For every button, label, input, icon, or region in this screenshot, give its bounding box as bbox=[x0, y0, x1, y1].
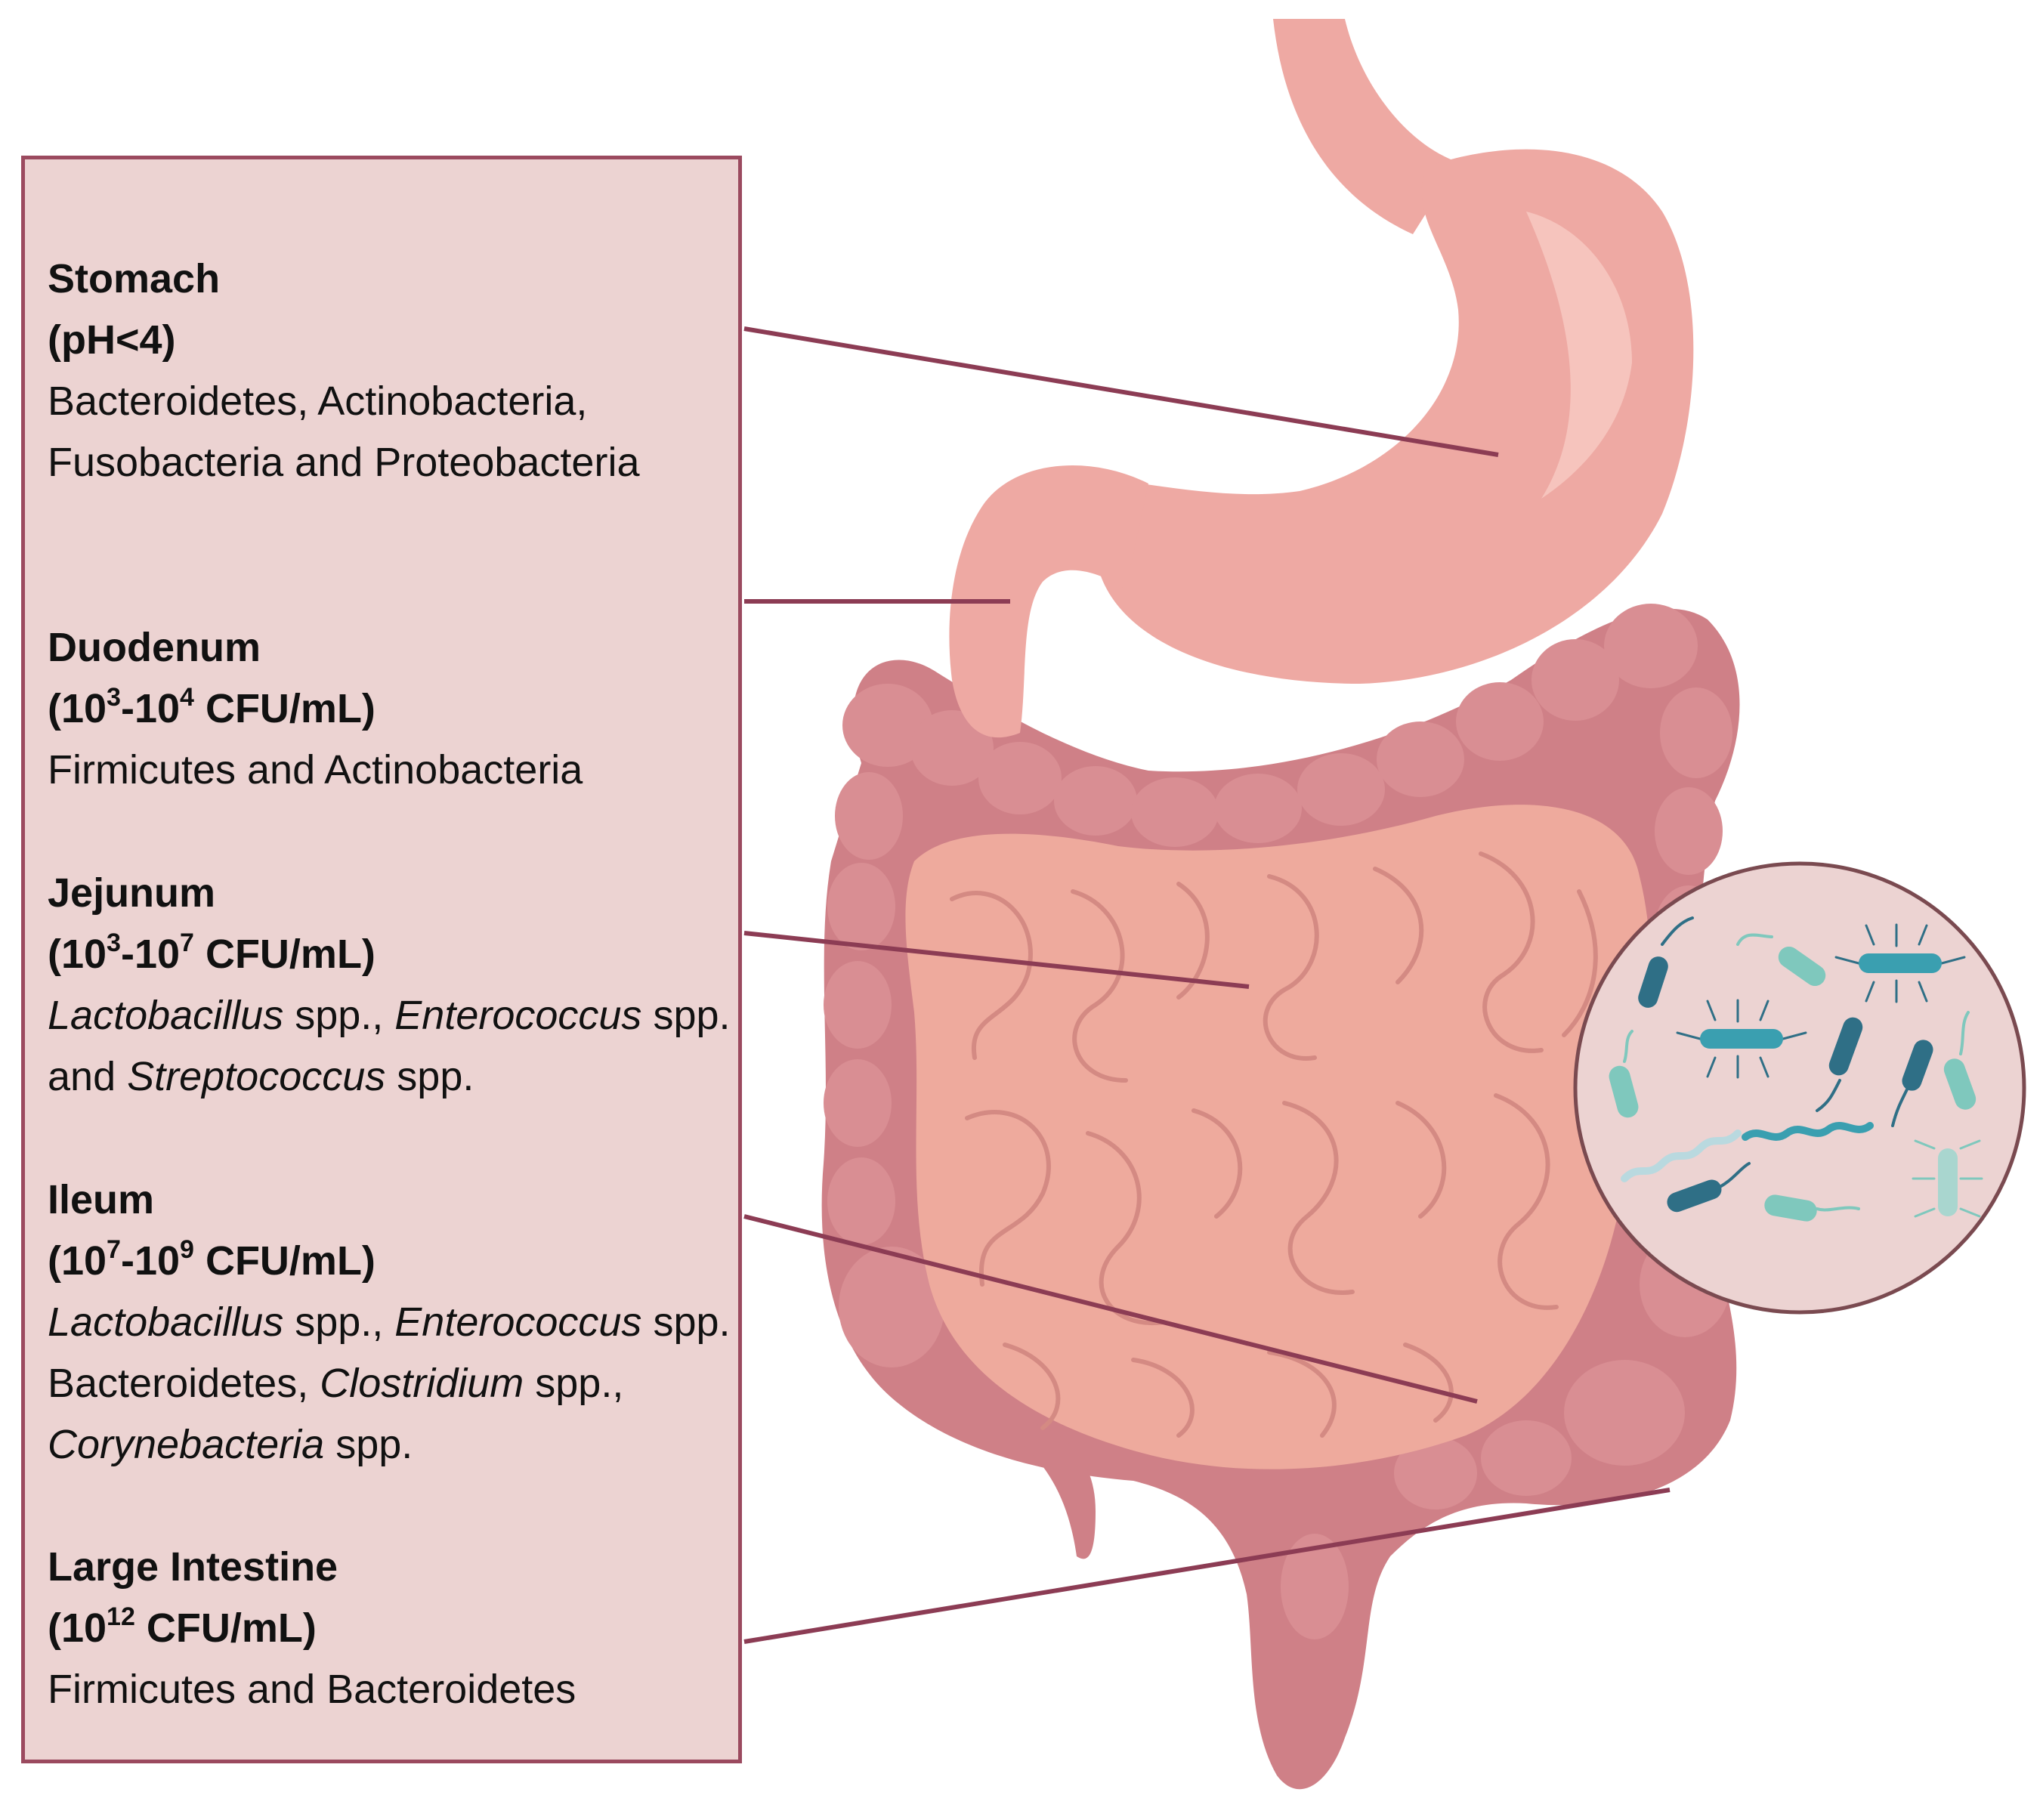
jejunum-exp-2: 7 bbox=[180, 929, 194, 957]
jejunum-genus-3: Streptococcus bbox=[127, 1054, 386, 1099]
spirochete-icon bbox=[1742, 1122, 1874, 1141]
duodenum-sub-mid: -10 bbox=[120, 686, 181, 731]
jejunum-description: Lactobacillus spp., Enterococcus spp. an… bbox=[48, 985, 735, 1108]
curved-bacterium-icon bbox=[1943, 1011, 1977, 1110]
jejunum-section: Jejunum (103-107 CFU/mL) Lactobacillus s… bbox=[48, 863, 735, 1108]
stomach-subtitle: (pH<4) bbox=[48, 317, 176, 363]
small-intestine-body bbox=[905, 805, 1651, 1469]
stomach-illustration bbox=[949, 19, 1694, 738]
ileum-section: Ileum (107-109 CFU/mL) Lactobacillus spp… bbox=[48, 1170, 735, 1475]
rod-bacterium-icon bbox=[1816, 1017, 1863, 1112]
duodenum-exp-2: 4 bbox=[180, 683, 194, 712]
ileum-subtitle: (107-109 CFU/mL) bbox=[48, 1231, 735, 1292]
intestine-folds bbox=[950, 851, 1598, 1438]
duodenum-bulb bbox=[949, 465, 1148, 738]
large-intestine-sub-close: CFU/mL) bbox=[134, 1605, 317, 1651]
flagellated-bacterium-icon bbox=[1912, 1139, 1983, 1218]
annotation-panel: Stomach (pH<4) Bacteroidetes, Actinobact… bbox=[21, 156, 742, 1763]
rod-bacterium-icon bbox=[1667, 1162, 1751, 1213]
ileum-sub-close: CFU/mL) bbox=[193, 1238, 376, 1284]
ileum-desc-part: spp. bbox=[324, 1422, 413, 1467]
stomach-description: Bacteroidetes, Actinobacteria, Fusobacte… bbox=[48, 379, 640, 485]
ileum-desc-part: spp., bbox=[283, 1299, 395, 1345]
large-intestine-subtitle: (1012 CFU/mL) bbox=[48, 1598, 735, 1659]
large-intestine-exp-1: 12 bbox=[107, 1602, 135, 1631]
esophagus bbox=[1273, 19, 1458, 234]
leader-lines bbox=[743, 326, 1671, 1644]
curved-bacterium-icon bbox=[1609, 1030, 1639, 1118]
duodenum-sub-close: CFU/mL) bbox=[193, 686, 376, 731]
ileum-title: Ileum bbox=[48, 1177, 155, 1222]
small-intestine-illustration bbox=[905, 805, 1651, 1469]
large-intestine-leader-line bbox=[743, 1488, 1671, 1644]
large-intestine-section: Large Intestine (1012 CFU/mL) Firmicutes… bbox=[48, 1537, 735, 1720]
jejunum-sub-mid: -10 bbox=[120, 932, 181, 977]
jejunum-sub-close: CFU/mL) bbox=[193, 932, 376, 977]
jejunum-genus-1: Lactobacillus bbox=[48, 993, 284, 1038]
stomach-section: Stomach (pH<4) Bacteroidetes, Actinobact… bbox=[48, 249, 735, 493]
colon-haustra bbox=[824, 604, 1732, 1639]
microbiota-magnifier bbox=[1573, 861, 2026, 1315]
jejunum-leader-line bbox=[743, 931, 1250, 989]
curved-bacterium-icon bbox=[1736, 933, 1826, 987]
jejunum-desc-part: spp., bbox=[283, 993, 395, 1038]
ileum-leader-line bbox=[743, 1214, 1478, 1404]
stomach-highlight bbox=[1526, 212, 1632, 499]
duodenum-subtitle: (103-104 CFU/mL) bbox=[48, 678, 735, 740]
curved-bacterium-icon bbox=[1764, 1194, 1860, 1222]
flagellated-bacterium-icon bbox=[1676, 999, 1807, 1079]
rod-bacterium-icon bbox=[1638, 916, 1694, 1008]
ileum-exp-1: 7 bbox=[107, 1235, 121, 1264]
large-intestine-sub-open: (10 bbox=[48, 1605, 107, 1651]
ileum-genus-4: Corynebacteria bbox=[48, 1422, 325, 1467]
large-intestine-title: Large Intestine bbox=[48, 1544, 338, 1590]
stomach-body bbox=[1093, 149, 1694, 684]
duodenum-description: Firmicutes and Actinobacteria bbox=[48, 747, 583, 793]
flagellated-bacterium-icon bbox=[1834, 923, 1966, 1003]
large-intestine-description: Firmicutes and Bacteroidetes bbox=[48, 1667, 576, 1712]
stomach-title: Stomach bbox=[48, 256, 221, 301]
rod-bacterium-icon bbox=[1891, 1040, 1933, 1127]
duodenum-title: Duodenum bbox=[48, 625, 261, 670]
spirochete-icon bbox=[1621, 1129, 1742, 1182]
ileum-desc-part: spp. Bacteroidetes, bbox=[48, 1299, 731, 1406]
jejunum-title: Jejunum bbox=[48, 870, 216, 916]
jejunum-exp-1: 3 bbox=[107, 929, 121, 957]
stomach-leader-line bbox=[743, 326, 1499, 457]
ileum-sub-open: (10 bbox=[48, 1238, 107, 1284]
jejunum-desc-part: spp. bbox=[385, 1054, 474, 1099]
ileum-desc-part: spp., bbox=[524, 1361, 624, 1406]
jejunum-subtitle: (103-107 CFU/mL) bbox=[48, 924, 735, 985]
ileum-genus-3: Clostridium bbox=[320, 1361, 524, 1406]
duodenum-exp-1: 3 bbox=[107, 683, 121, 712]
ileum-exp-2: 9 bbox=[180, 1235, 194, 1264]
ileum-genus-2: Enterococcus bbox=[394, 1299, 642, 1345]
duodenum-sub-open: (10 bbox=[48, 686, 107, 731]
jejunum-genus-2: Enterococcus bbox=[394, 993, 642, 1038]
jejunum-desc-part: spp. and bbox=[48, 993, 731, 1099]
ileum-description: Lactobacillus spp., Enterococcus spp. Ba… bbox=[48, 1292, 735, 1475]
ileum-genus-1: Lactobacillus bbox=[48, 1299, 284, 1345]
jejunum-sub-open: (10 bbox=[48, 932, 107, 977]
duodenum-section: Duodenum (103-104 CFU/mL) Firmicutes and… bbox=[48, 617, 735, 801]
ileum-sub-mid: -10 bbox=[120, 1238, 181, 1284]
appendix bbox=[1020, 1420, 1096, 1559]
